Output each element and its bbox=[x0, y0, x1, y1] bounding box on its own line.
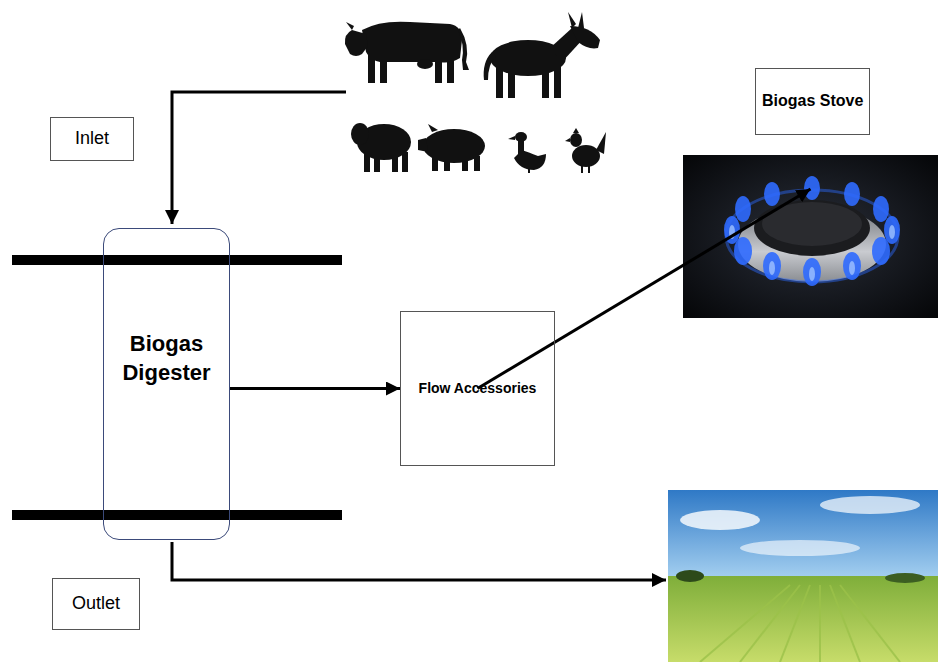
ground-bar bbox=[12, 510, 342, 520]
node-label: Biogas Stove bbox=[755, 68, 870, 135]
node-label: Biogas Digester bbox=[104, 328, 229, 389]
cow-silhouette bbox=[345, 22, 469, 83]
chicken-silhouette bbox=[565, 128, 606, 173]
node-label: Flow Accessories bbox=[415, 377, 541, 399]
inlet-arrow bbox=[172, 92, 346, 224]
process-box: Flow Accessories bbox=[400, 311, 555, 466]
digester-vessel: Biogas Digester bbox=[103, 228, 230, 540]
duck-silhouette bbox=[508, 132, 546, 173]
node-label: Inlet bbox=[71, 125, 113, 152]
sheep-silhouette bbox=[351, 123, 411, 172]
output-node: Biogas Stove bbox=[683, 60, 938, 318]
field-photo bbox=[668, 490, 938, 662]
stove-photo bbox=[683, 155, 938, 318]
label-box: Outlet bbox=[52, 578, 140, 630]
ground-bar bbox=[12, 255, 342, 265]
donkey-silhouette bbox=[484, 12, 600, 98]
node-label: Outlet bbox=[68, 590, 124, 617]
flow-arrow bbox=[230, 387, 400, 390]
outlet-arrow bbox=[172, 542, 666, 580]
pig-silhouette bbox=[418, 124, 485, 171]
label-box: Inlet bbox=[50, 117, 134, 161]
flow-arrow bbox=[478, 189, 811, 389]
